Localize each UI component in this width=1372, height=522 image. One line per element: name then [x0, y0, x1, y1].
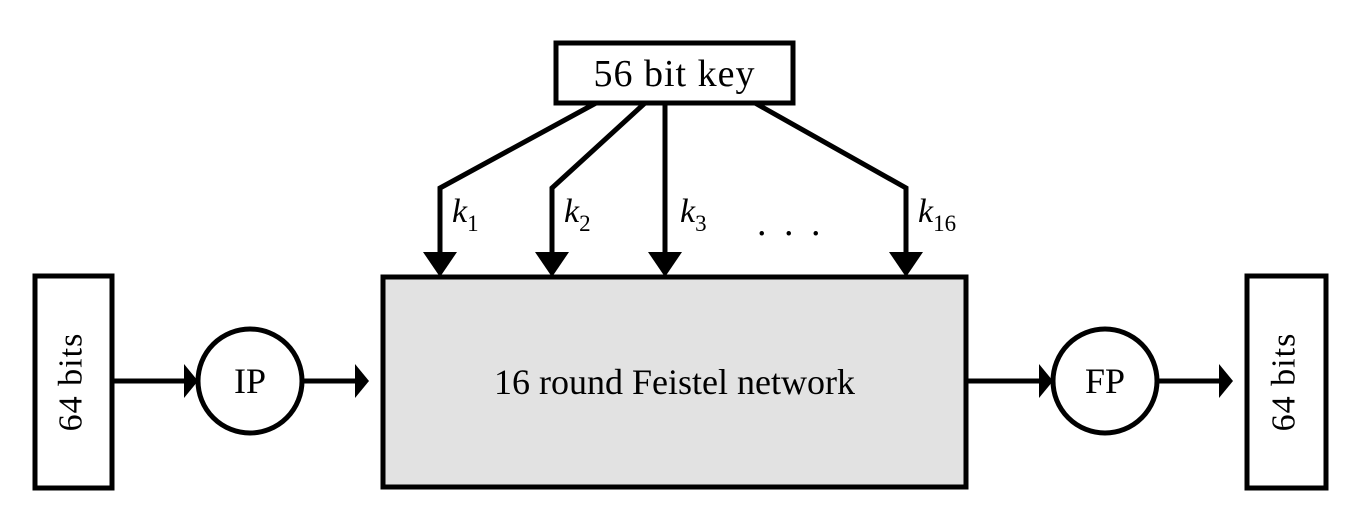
- subkey-label-k16: k16: [918, 193, 956, 236]
- feistel-network-label: 16 round Feistel network: [494, 362, 855, 402]
- arrow-right-icon-ip-to-network: [355, 364, 369, 398]
- arrow-right-icon-network-to-fp: [1039, 364, 1053, 398]
- arrow-down-icon-k3: [648, 252, 682, 277]
- subkey-sub-k2: 2: [579, 211, 591, 236]
- subkey-label-k3: k3: [680, 193, 707, 236]
- subkey-line-k2: [549, 101, 647, 252]
- arrow-down-icon-k2: [535, 252, 569, 277]
- subkey-ellipsis: . . .: [757, 202, 825, 244]
- subkey-label-k2: k2: [564, 193, 591, 236]
- subkey-sub-k16: 16: [933, 211, 956, 236]
- subkey-base-k3: k: [680, 193, 696, 230]
- subkey-base-k16: k: [918, 193, 934, 230]
- initial-permutation-label: IP: [234, 361, 266, 401]
- arrow-down-icon-k1: [423, 252, 457, 277]
- key-box: [553, 40, 796, 106]
- subkey-line-k1: [437, 100, 598, 252]
- subkey-base-k2: k: [564, 193, 580, 230]
- subkey-base-k1: k: [452, 193, 468, 230]
- subkey-sub-k1: 1: [467, 211, 479, 236]
- final-permutation-label: FP: [1085, 361, 1125, 401]
- subkey-line-k16: [753, 100, 909, 252]
- subkey-sub-k3: 3: [695, 211, 707, 236]
- key-box-label: 56 bit key: [594, 53, 756, 95]
- input-bits-label: 64 bits: [52, 333, 89, 432]
- subkey-label-k1: k1: [452, 193, 479, 236]
- arrow-right-icon-input-to-ip: [184, 364, 198, 398]
- input-bits-box: [32, 273, 115, 491]
- output-bits-label: 64 bits: [1265, 333, 1302, 432]
- arrow-right-icon-fp-to-output: [1219, 364, 1233, 398]
- output-bits-box: [1244, 273, 1329, 491]
- arrow-down-icon-k16: [889, 252, 923, 277]
